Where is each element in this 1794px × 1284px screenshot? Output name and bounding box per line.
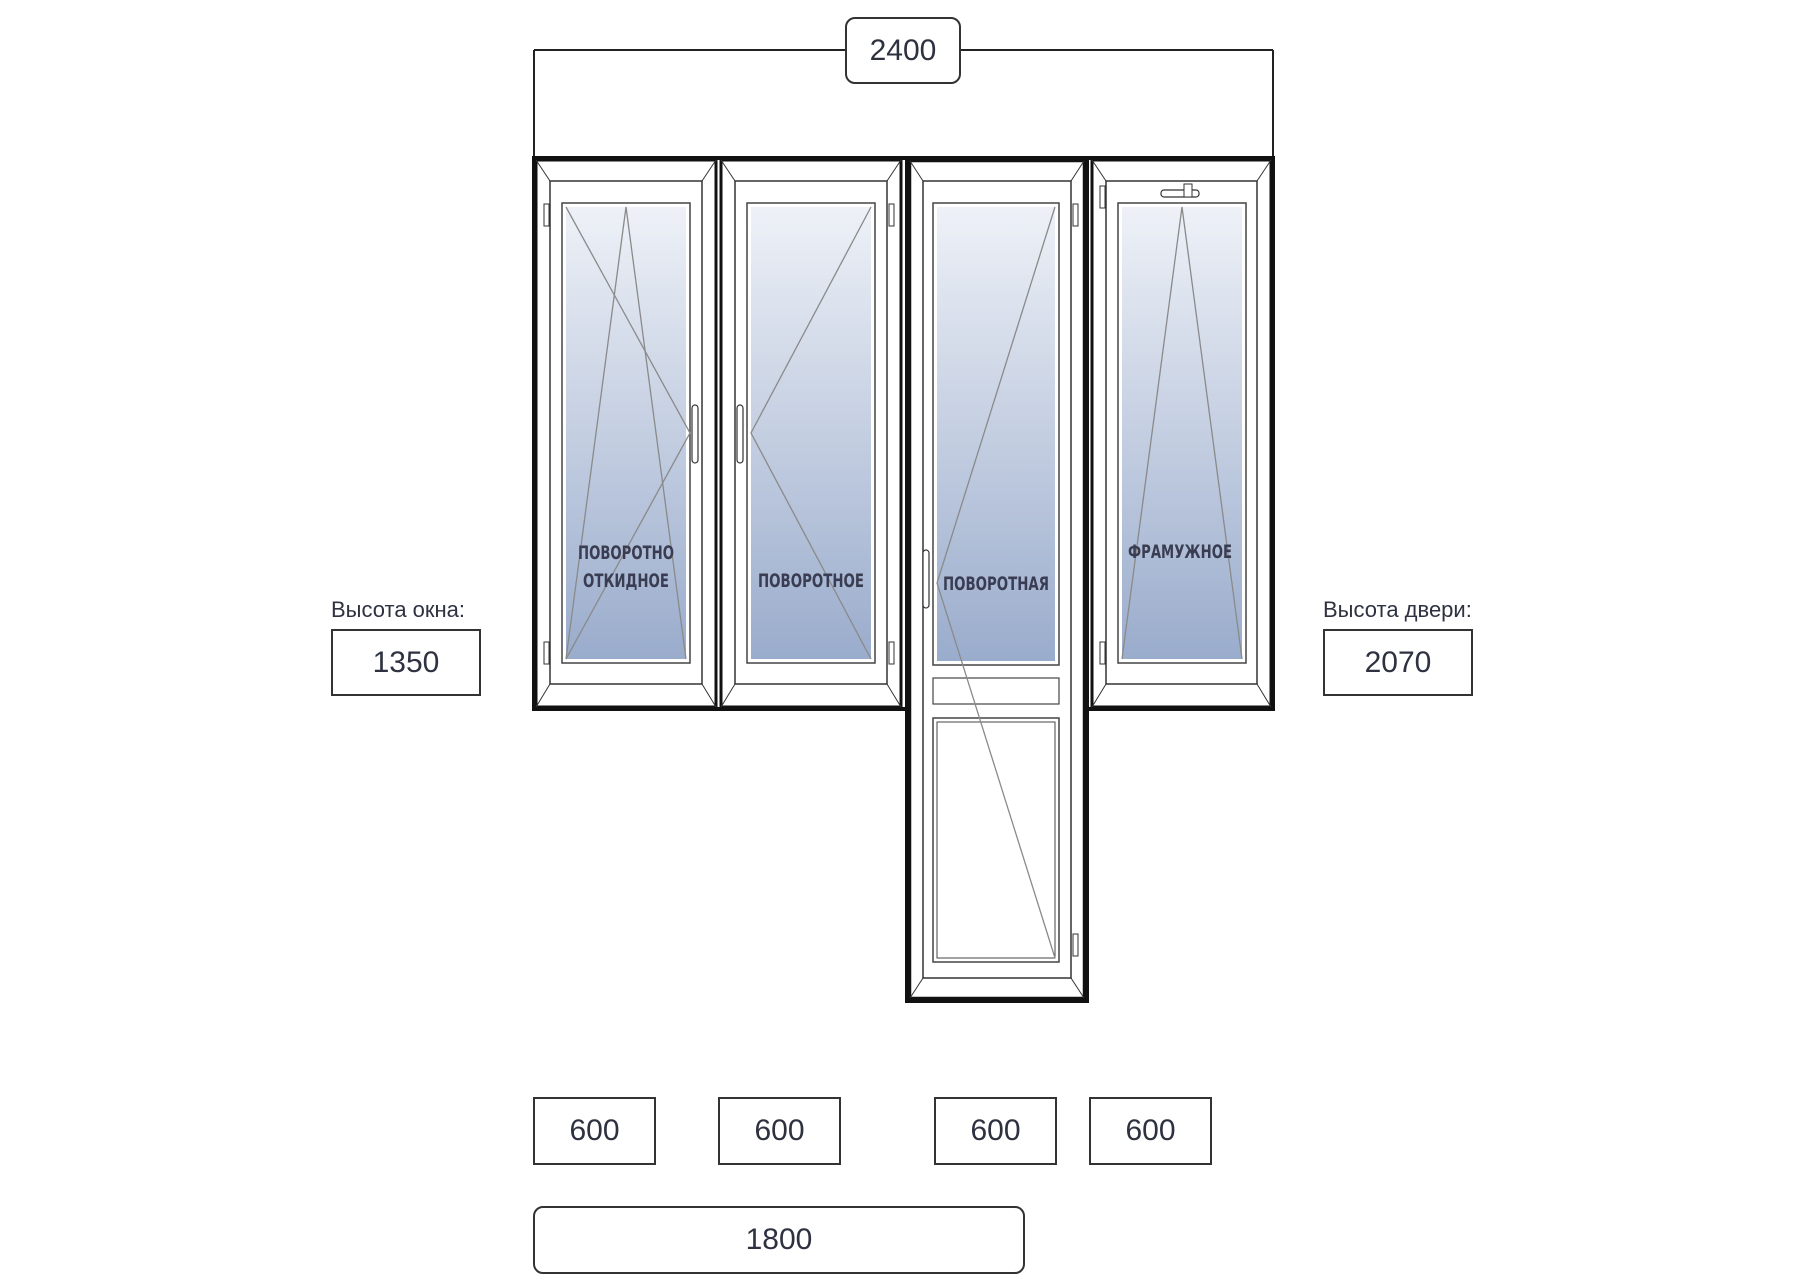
sash-4-width-input[interactable] — [1091, 1113, 1210, 1149]
sash-1-width-field[interactable] — [533, 1097, 656, 1165]
door-height-input[interactable] — [1325, 644, 1471, 681]
window-width-total-input[interactable] — [535, 1222, 1023, 1258]
sash-1-label-line1: ПОВОРОТНО — [578, 542, 674, 564]
overall-width-field[interactable] — [845, 17, 961, 84]
sash-4-label: ФРАМУЖНОЕ — [1128, 541, 1232, 563]
door-height-field[interactable] — [1323, 629, 1473, 696]
sash-2-label: ПОВОРОТНОЕ — [758, 570, 864, 592]
sash-2-width-field[interactable] — [718, 1097, 841, 1165]
door-height-label: Высота двери: — [1323, 597, 1472, 622]
window-width-total-field[interactable] — [533, 1206, 1025, 1274]
sash-4-width-field[interactable] — [1089, 1097, 1212, 1165]
sash-1-label-line2: ОТКИДНОЕ — [583, 570, 669, 592]
sash-3-width-field[interactable] — [934, 1097, 1057, 1165]
sash-transom[interactable] — [1090, 158, 1273, 709]
sash-3-width-input[interactable] — [936, 1113, 1055, 1149]
window-height-field[interactable] — [331, 629, 481, 696]
sash-turn[interactable] — [719, 158, 903, 709]
overall-width-bracket — [533, 49, 1274, 158]
sash-door-turn[interactable] — [908, 159, 1086, 1000]
sash-1-width-input[interactable] — [535, 1113, 654, 1149]
sash-turn-tilt[interactable] — [534, 158, 718, 709]
window-height-input[interactable] — [333, 644, 479, 681]
overall-width-input[interactable] — [847, 32, 959, 69]
sash-3-label: ПОВОРОТНАЯ — [943, 573, 1049, 595]
sash-2-width-input[interactable] — [720, 1113, 839, 1149]
window-height-label: Высота окна: — [331, 597, 466, 622]
